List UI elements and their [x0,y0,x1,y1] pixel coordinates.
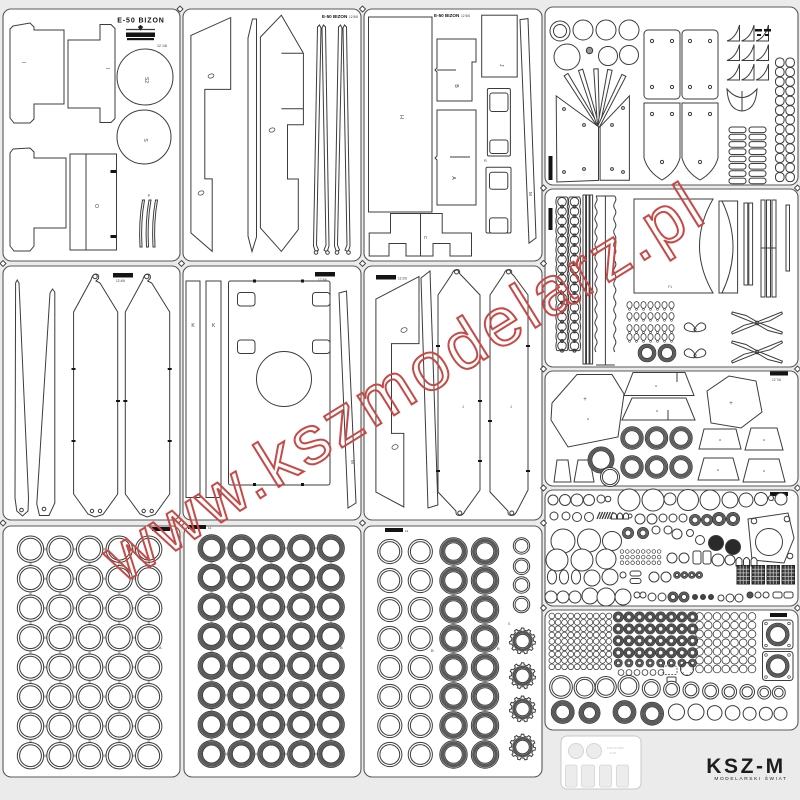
svg-text:12: 12 [170,528,174,532]
svg-text:H: H [398,115,404,119]
svg-text:12 2/6: 12 2/6 [398,277,407,281]
svg-text:J: J [510,404,512,409]
svg-text:E-50 BIZON: E-50 BIZON [117,18,165,25]
svg-text:B: B [431,648,434,653]
svg-text:A: A [450,176,456,180]
svg-text:12 7/6: 12 7/6 [772,378,781,382]
svg-text:M: M [350,460,355,464]
svg-text:M: M [528,192,533,196]
svg-text:12 3/6: 12 3/6 [318,278,327,282]
svg-text:K: K [212,323,216,329]
svg-text:S2: S2 [143,77,149,83]
svg-text:12 1/6: 12 1/6 [157,44,167,48]
svg-text:P: P [148,193,151,198]
svg-text:I: I [20,62,26,63]
svg-text:MODELARSKI ŚWIAT: MODELARSKI ŚWIAT [714,774,787,782]
svg-text:KSZ-M: KSZ-M [706,755,786,778]
svg-text:o: o [717,467,720,472]
svg-text:C: C [423,236,428,240]
svg-text:A: A [159,645,162,650]
svg-text:o: o [763,437,766,442]
svg-text:B: B [453,84,459,88]
svg-text:E-50 BIZON: E-50 BIZON [322,14,348,19]
svg-text:S: S [142,138,148,142]
svg-text:12 4/6: 12 4/6 [116,279,125,283]
svg-text:R: R [484,158,487,163]
svg-text:O: O [93,204,99,208]
svg-text:S: S [508,622,511,626]
svg-text:12 5/6: 12 5/6 [349,15,358,19]
svg-text:o: o [656,408,659,413]
svg-text:KSZ-M 0000: KSZ-M 0000 [607,746,624,750]
svg-text:12: 12 [405,529,409,533]
svg-text:J: J [498,64,504,67]
svg-text:E-50: E-50 [610,751,617,755]
svg-text:J: J [462,404,464,409]
svg-text:12: 12 [208,526,212,530]
svg-text:o: o [719,437,722,442]
svg-text:+: + [583,397,587,403]
svg-text:B: B [340,645,343,650]
svg-text:+: + [729,401,733,407]
svg-text:o: o [655,383,658,388]
svg-text:o: o [587,416,590,421]
svg-text:F1: F1 [668,285,672,289]
svg-text:I: I [104,68,110,69]
svg-text:o: o [763,468,766,473]
svg-text:K: K [191,323,195,329]
svg-text:B: B [497,646,500,651]
svg-text:12 5/6: 12 5/6 [461,14,470,18]
svg-text:E-50 BIZON: E-50 BIZON [434,13,460,18]
svg-text:12: 12 [772,498,776,502]
